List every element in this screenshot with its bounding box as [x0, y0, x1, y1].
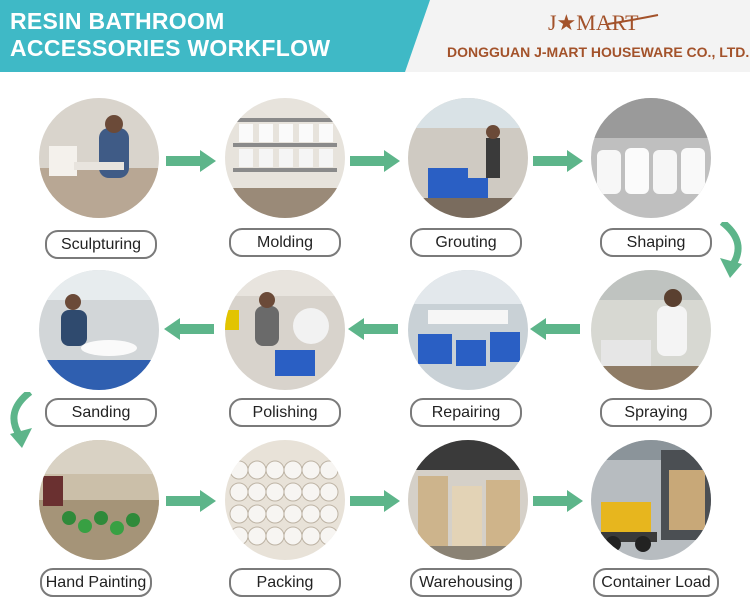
header-banner: RESIN BATHROOM ACCESSORIES WORKFLOW J★MA… — [0, 0, 750, 72]
step-label-hand-painting: Hand Painting — [40, 568, 152, 597]
molding-photo — [225, 98, 345, 218]
title-band: RESIN BATHROOM ACCESSORIES WORKFLOW — [0, 0, 430, 72]
step-label-shaping: Shaping — [600, 228, 712, 257]
arrow-right-icon — [166, 150, 216, 172]
step-label-polishing: Polishing — [229, 398, 341, 427]
step-label-warehousing: Warehousing — [410, 568, 522, 597]
company-name: DONGGUAN J-MART HOUSEWARE CO., LTD. — [447, 44, 750, 60]
hand-painting-photo — [39, 440, 159, 560]
step-label-spraying: Spraying — [600, 398, 712, 427]
spraying-photo — [591, 270, 711, 390]
grouting-photo — [408, 98, 528, 218]
arrow-right-icon — [350, 490, 400, 512]
arrow-left-icon — [348, 318, 398, 340]
curved-arrow-down-icon — [10, 392, 33, 448]
step-label-packing: Packing — [229, 568, 341, 597]
step-label-molding: Molding — [229, 228, 341, 257]
arrow-left-icon — [164, 318, 214, 340]
title-line-2: ACCESSORIES WORKFLOW — [10, 35, 331, 61]
step-label-container-load: Container Load — [593, 568, 719, 597]
arrow-right-icon — [350, 150, 400, 172]
sanding-photo — [39, 270, 159, 390]
step-label-sanding: Sanding — [45, 398, 157, 427]
packing-photo — [225, 440, 345, 560]
repairing-photo — [408, 270, 528, 390]
jmart-logo: J★MART — [548, 10, 659, 34]
curved-arrow-down-icon — [719, 222, 742, 278]
warehousing-photo — [408, 440, 528, 560]
shaping-photo — [591, 98, 711, 218]
step-label-sculpturing: Sculpturing — [45, 230, 157, 259]
step-label-grouting: Grouting — [410, 228, 522, 257]
arrow-left-icon — [530, 318, 580, 340]
step-label-repairing: Repairing — [410, 398, 522, 427]
arrow-right-icon — [533, 150, 583, 172]
sculpturing-photo — [39, 98, 159, 218]
arrow-right-icon — [166, 490, 216, 512]
container-load-photo — [591, 440, 711, 560]
page-title: RESIN BATHROOM ACCESSORIES WORKFLOW — [10, 8, 330, 62]
arrow-right-icon — [533, 490, 583, 512]
polishing-photo — [225, 270, 345, 390]
title-line-1: RESIN BATHROOM — [10, 8, 225, 34]
